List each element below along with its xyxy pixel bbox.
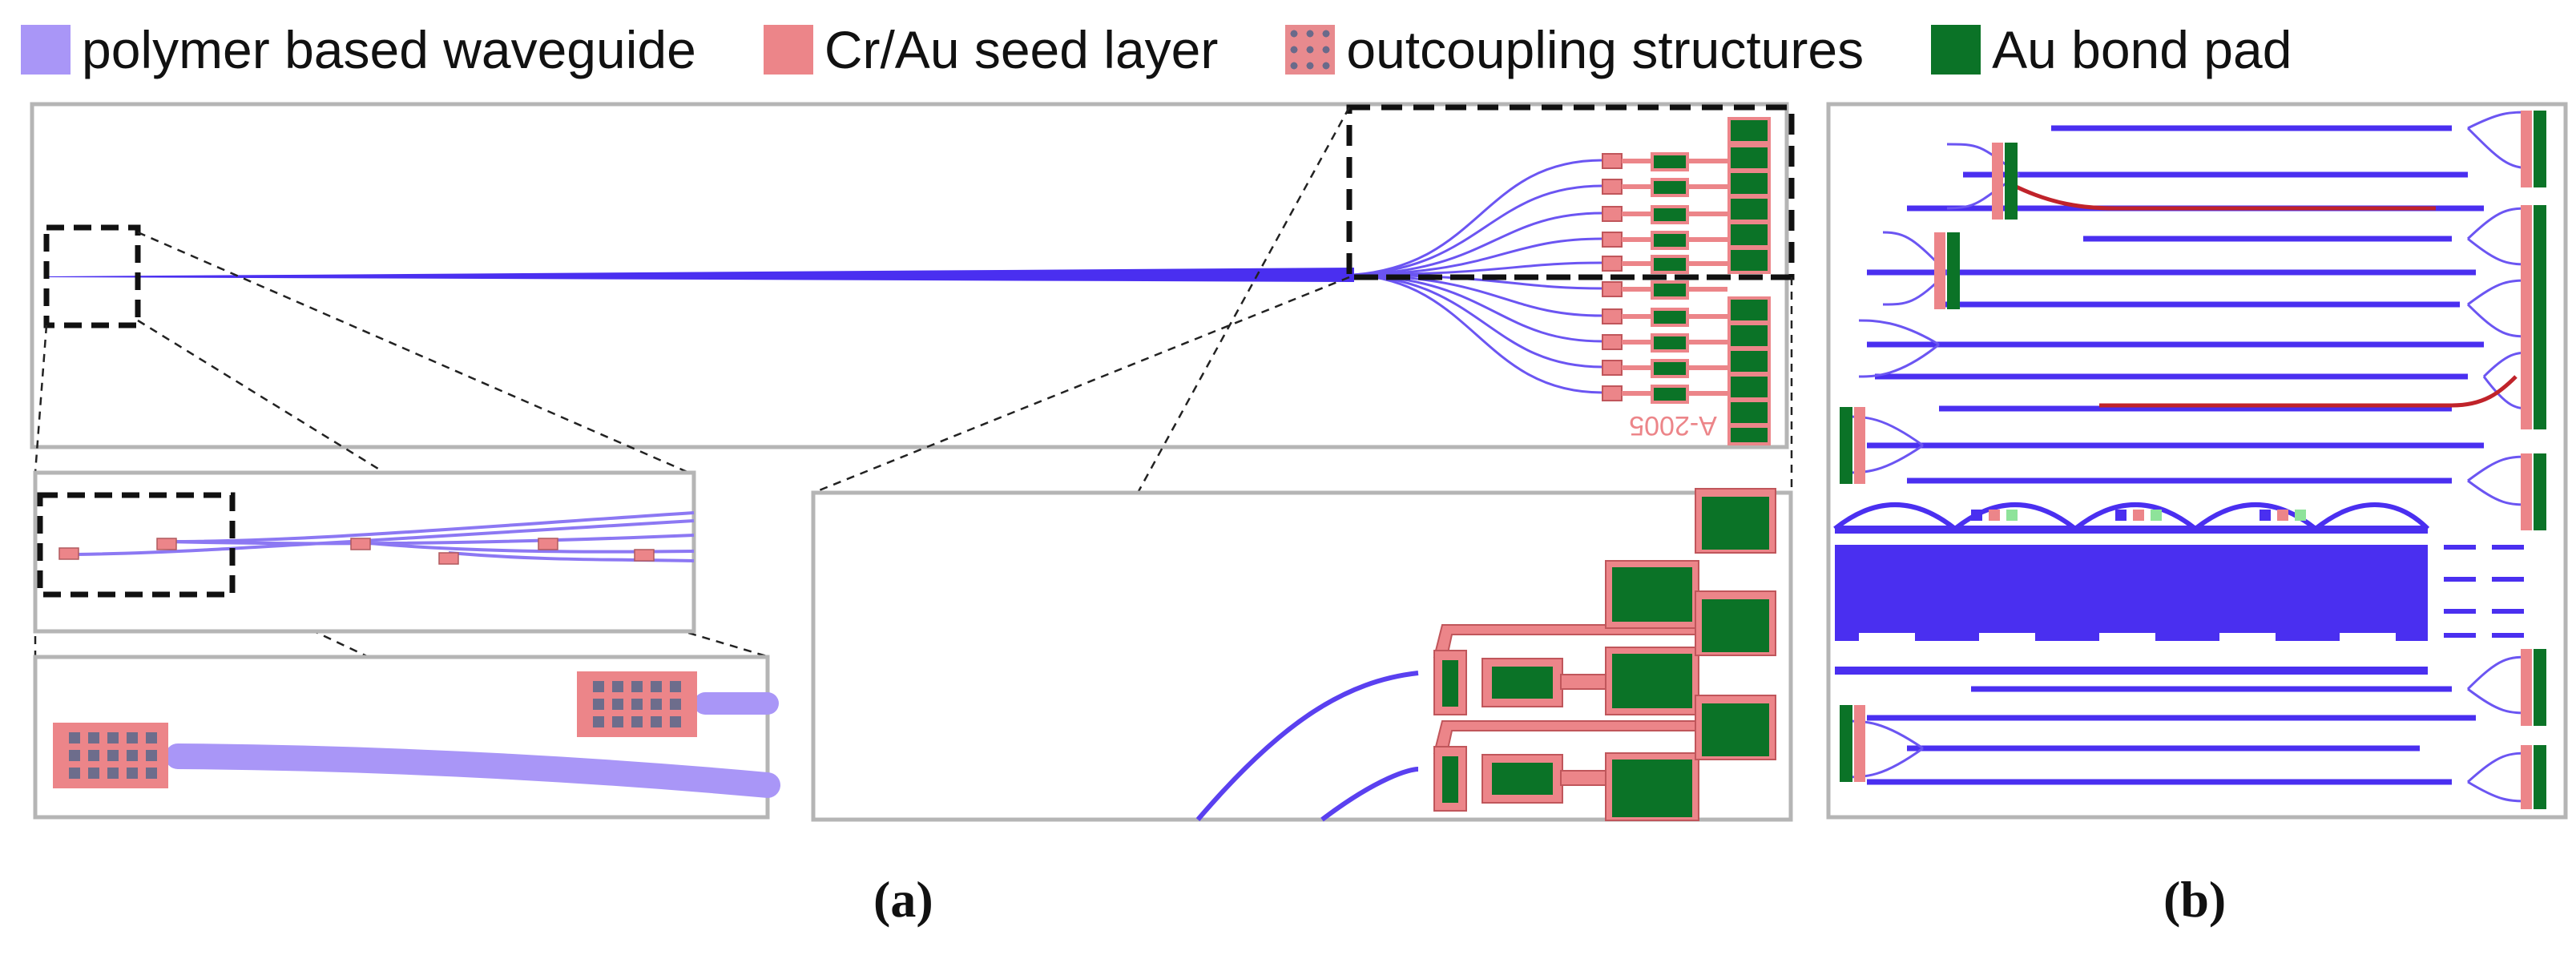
legend-label-waveguide: polymer based waveguide	[82, 20, 696, 79]
outcoupling-swatch	[1285, 25, 1336, 75]
outcoupling-pad-right	[577, 671, 697, 737]
legend-label-seed-layer: Cr/Au seed layer	[824, 20, 1219, 79]
legend-item-outcoupling: outcoupling structures	[1285, 19, 1864, 80]
panel-b-seed-columns	[1854, 111, 2532, 809]
legend-item-seed-layer: Cr/Au seed layer	[763, 19, 1219, 80]
panel-a-zoom-bondpads	[811, 488, 1793, 822]
panel-b-layout	[1826, 102, 2568, 820]
panel-a-overview: A-2005	[30, 102, 1795, 449]
waveguide-detail	[165, 743, 780, 798]
outcoupling-markers	[58, 538, 655, 565]
panel-b-test-block	[1833, 502, 2524, 675]
legend-item-bond-pad: Au bond pad	[1931, 19, 2292, 80]
legend-label-outcoupling: outcoupling structures	[1346, 20, 1864, 79]
zoom-box-fanout	[1346, 104, 1795, 280]
caption-panel-a: (a)	[873, 871, 933, 928]
waveguide-taper	[46, 268, 1354, 282]
zoom-box-seed	[37, 492, 236, 598]
bond-pad-swatch	[1931, 25, 1981, 75]
caption-panel-b: (b)	[2163, 871, 2227, 928]
chip-label: A-2005	[1629, 410, 1717, 441]
panel-a-zoom-outcoupling	[33, 655, 780, 820]
waveguide-swatch	[21, 25, 71, 75]
legend: polymer based waveguide Cr/Au seed layer…	[21, 18, 2292, 82]
seed-layer-swatch	[763, 25, 813, 75]
panel-a-zoom-taper	[33, 470, 696, 634]
panel-b-red-traces	[2010, 182, 2518, 408]
panel-b-pad-columns	[1840, 111, 2546, 809]
bondpad-gold	[1442, 497, 1769, 817]
legend-item-waveguide: polymer based waveguide	[21, 19, 696, 80]
outcoupling-pad-left	[53, 723, 168, 788]
legend-label-bond-pad: Au bond pad	[1992, 20, 2292, 79]
zoom-box-tip	[43, 224, 141, 328]
chip-pad-array	[1601, 117, 1771, 445]
